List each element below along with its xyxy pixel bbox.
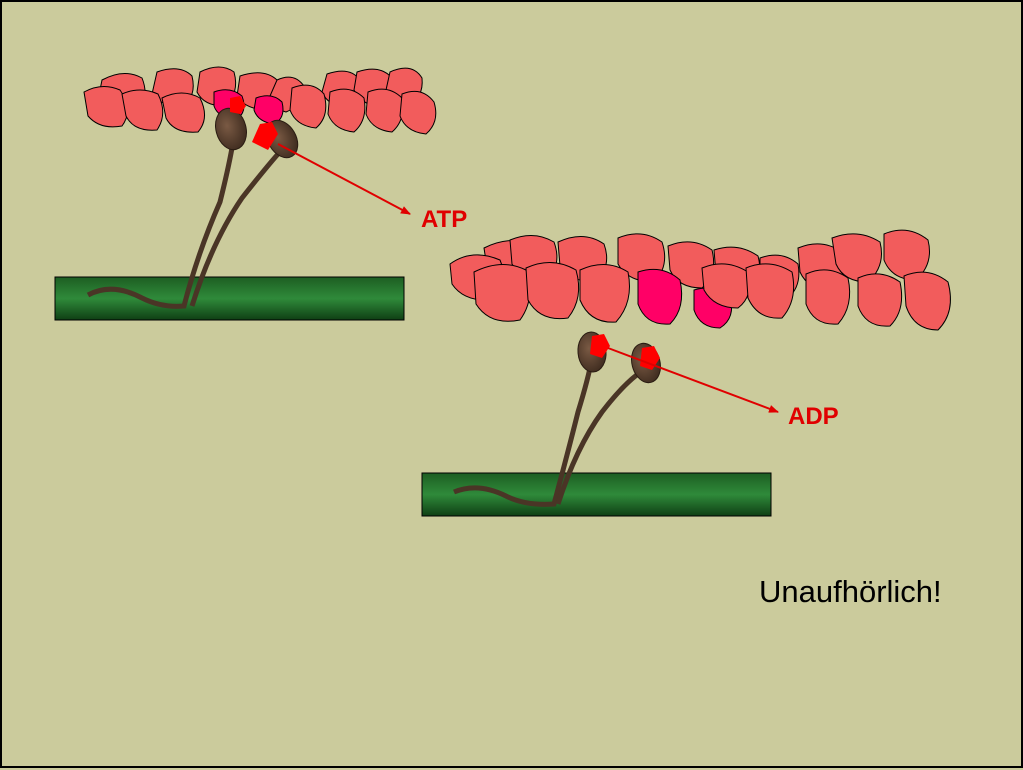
atp-label: ATP xyxy=(421,206,468,233)
myosin-head-pair-top xyxy=(86,96,299,309)
nucleotide-icon xyxy=(230,96,246,114)
adp-label: ADP xyxy=(788,403,839,430)
myosin-filament-bottom xyxy=(421,472,772,517)
nucleotide-icon xyxy=(252,122,278,150)
nucleotide-icon xyxy=(640,346,660,370)
nucleotide-icon xyxy=(590,334,610,358)
adp-arrow xyxy=(607,347,779,413)
myosin-filament-top xyxy=(54,276,405,321)
atp-arrow xyxy=(277,143,411,215)
myosin-head-icon xyxy=(215,107,247,151)
actin-filament-top xyxy=(83,66,437,135)
caption-text: Unaufhörlich! xyxy=(759,574,942,609)
actin-filament-bottom xyxy=(449,229,951,331)
